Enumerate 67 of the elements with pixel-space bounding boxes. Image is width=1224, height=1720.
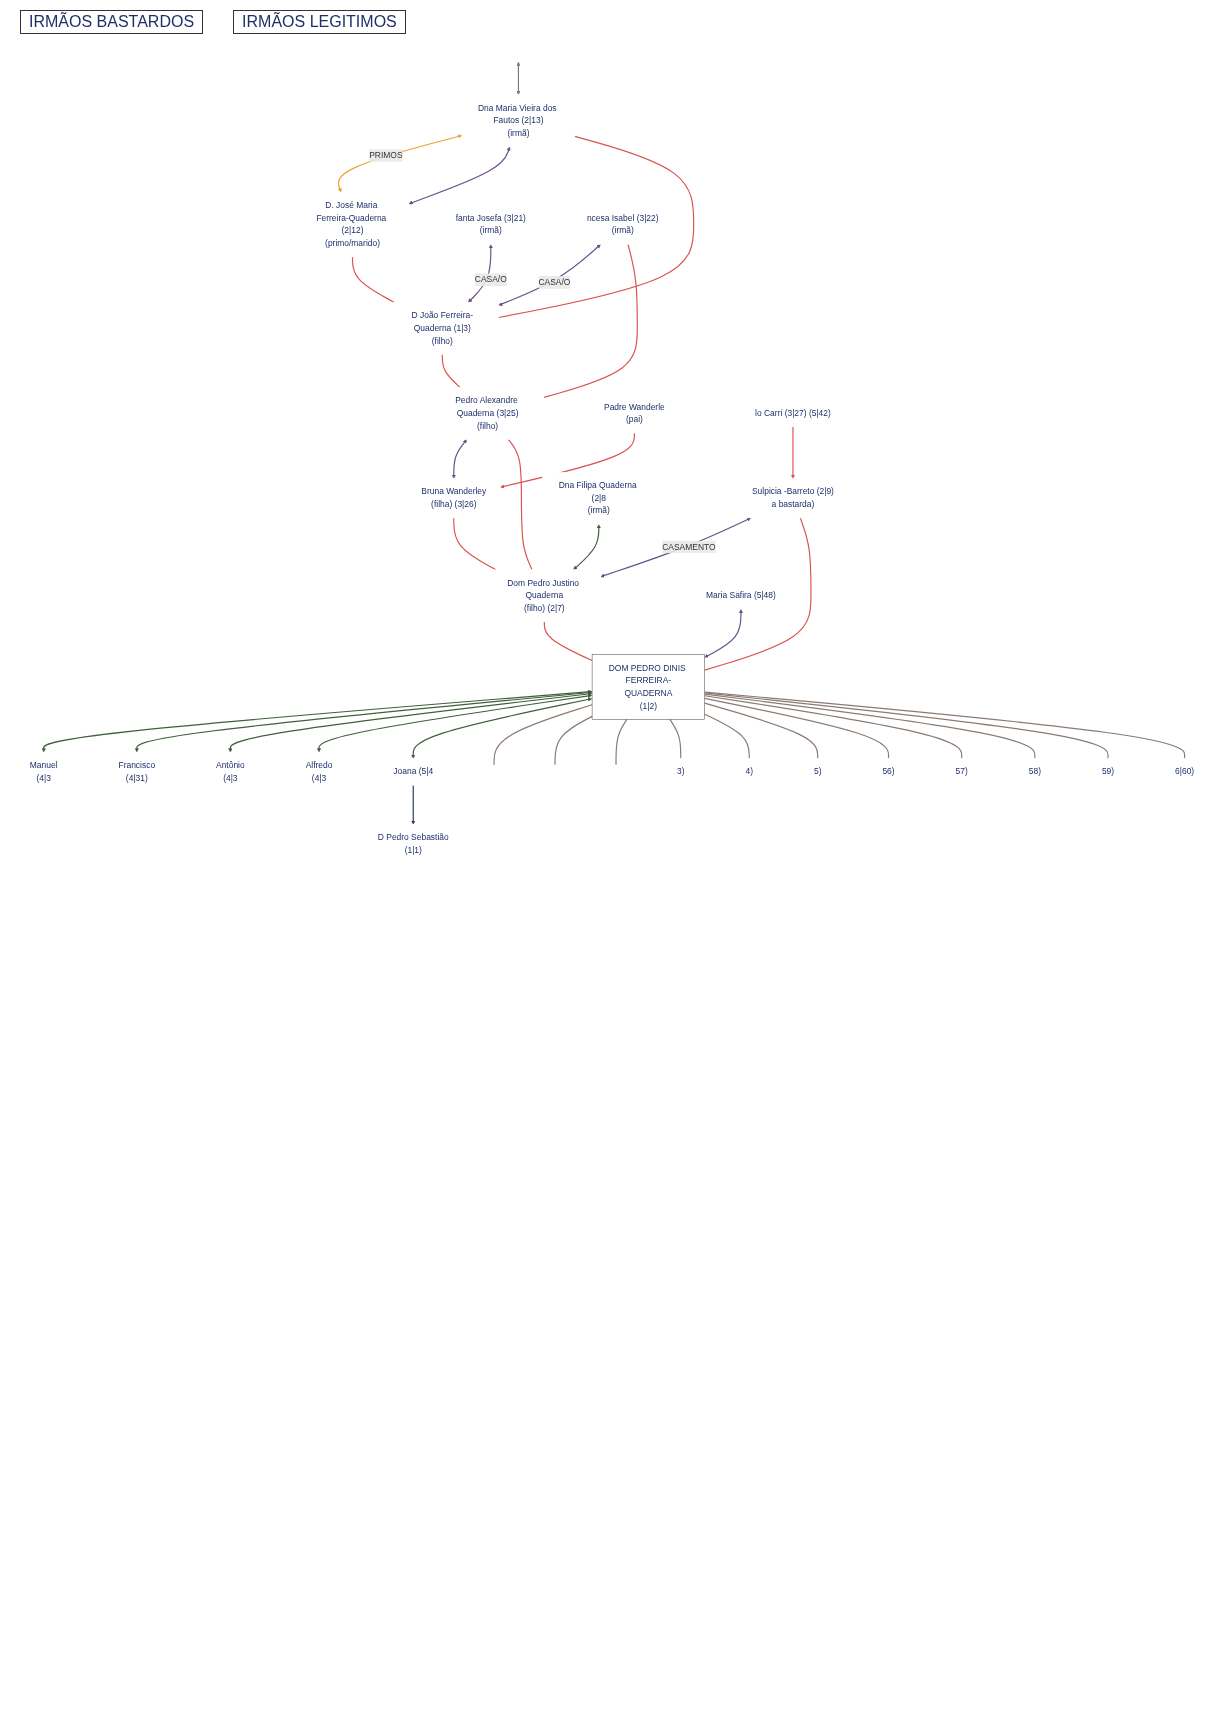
node-text: Maria Safira (5|48): [706, 590, 776, 601]
connector: [704, 702, 819, 760]
arrow: [516, 61, 521, 95]
node-text: D João Ferreira-Quaderna (1|3) (filho): [411, 310, 474, 346]
connector: [493, 704, 593, 766]
node-text: fanta Josefa (3|21) (irmã): [455, 213, 526, 236]
node-text: 4): [745, 766, 753, 777]
node-text: 6|60): [1175, 766, 1195, 777]
connector: [704, 692, 1109, 760]
arrow: [790, 426, 795, 479]
arrow: [316, 693, 593, 753]
arrow: [411, 784, 416, 825]
connector: [704, 693, 1036, 760]
connector: [704, 697, 890, 760]
connector: [498, 135, 695, 319]
arrow: [337, 134, 463, 193]
node-text: Dom Pedro Justino Quaderna (filho) (2|7): [507, 578, 580, 613]
node-text: 3): [676, 766, 685, 777]
edge-label: CASA/O: [474, 274, 507, 285]
node-text: 59): [1101, 766, 1115, 777]
arrow: [600, 517, 751, 578]
arrow: [228, 691, 593, 753]
node-text: Dna Maria Vieira dos Fautos (2|13) (irmã): [477, 103, 557, 138]
node-text: 57): [955, 766, 968, 777]
arrow: [408, 146, 511, 205]
node-box: DOM PEDRO DINIS FERREIRA-QUADERNA (1|2): [591, 654, 705, 720]
node-text: D Pedro Sebastião (1|1): [377, 832, 449, 855]
edge-label: CASA/O: [538, 277, 571, 287]
node-text: ncesa Isabel (3|22) (irmã): [586, 213, 659, 236]
arrow: [704, 609, 743, 658]
arrow: [134, 690, 593, 753]
node-text: 58): [1028, 766, 1041, 777]
connector: [507, 438, 533, 571]
edge-label: CASAMENTO: [662, 542, 716, 552]
node-text: Antônio (4|3: [216, 760, 245, 783]
node-text: Alfredo (4|3: [305, 760, 333, 783]
connector: [704, 713, 750, 760]
node-text: Francisco (4|31): [118, 760, 156, 783]
node-text: 56): [882, 766, 895, 777]
connector: [543, 243, 638, 398]
connector: [453, 517, 497, 571]
connector: [543, 621, 593, 662]
node-text: Joana (5|4: [393, 766, 434, 777]
node-text: Sulpicia -Barreto (2|9) a bastarda): [751, 486, 834, 509]
arrow: [451, 439, 467, 479]
node-text: Padre Wanderle (pai): [604, 402, 665, 425]
arrow: [41, 689, 593, 753]
node-text: Bruna Wanderley (filha) (3|26): [421, 486, 487, 509]
arrow: [411, 697, 593, 759]
group-label: IRMÃOS BASTARDOS: [20, 10, 204, 34]
connector: [615, 718, 628, 766]
connector: [351, 256, 395, 303]
arrow: [573, 524, 601, 570]
arrow: [498, 244, 601, 306]
connector: [554, 715, 593, 766]
connector: [704, 695, 963, 760]
edge-label: PRIMOS: [369, 150, 403, 160]
group-label: IRMÃOS LEGITIMOS: [233, 10, 406, 34]
connector: [441, 353, 461, 388]
node-text: lo Carri (3|27) (5|42): [755, 408, 831, 418]
connector: [704, 691, 1186, 760]
connector: [669, 718, 682, 760]
node-text: Pedro Alexandre Quaderna (3|25) (filho): [455, 395, 519, 431]
node-text: D. José Maria Ferreira-Quaderna (2|12) (primo/marido): [316, 200, 387, 249]
node-text: Manuel (4|3: [29, 760, 58, 783]
node-text: 5): [813, 766, 822, 777]
connector: [704, 517, 812, 671]
